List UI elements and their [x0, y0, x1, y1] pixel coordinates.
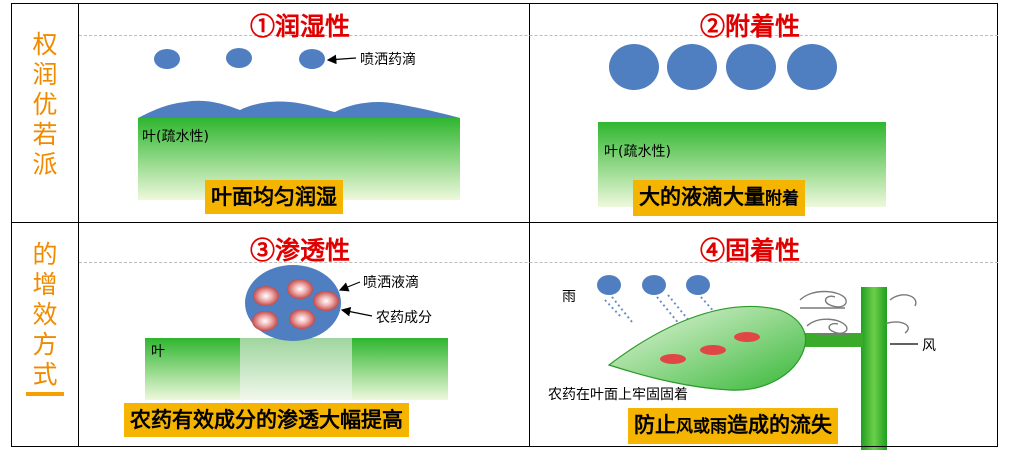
pesticide-spot	[660, 354, 686, 364]
title-separator	[79, 35, 998, 36]
ingredient-dot	[287, 279, 313, 299]
side-underline	[26, 392, 64, 396]
side-char: 派	[32, 150, 58, 179]
plant-stem	[861, 287, 887, 450]
title-separator	[79, 262, 998, 263]
rain-droplet	[686, 275, 710, 295]
wind-swirls	[799, 290, 917, 335]
droplet-arrow	[326, 54, 357, 65]
panel-4-graphics	[597, 275, 918, 450]
ingredient-dot	[253, 286, 279, 306]
large-droplet	[726, 44, 776, 90]
ingredient-dot	[313, 291, 339, 311]
side-char: 优	[32, 90, 58, 119]
caption-text-b: 风或雨	[676, 417, 727, 437]
column-divider	[529, 3, 530, 447]
caption-text-a: 防止	[634, 412, 676, 437]
pesticide-spot	[700, 345, 726, 355]
caption-small-text: 附着	[765, 189, 799, 209]
penetration-zone	[240, 338, 352, 400]
spray-droplet	[226, 48, 252, 68]
spray-droplet	[154, 49, 180, 69]
side-char: 润	[32, 60, 58, 89]
droplet-label: 喷洒药滴	[360, 52, 416, 68]
side-char: 的	[32, 240, 58, 269]
side-char: 若	[32, 120, 58, 149]
side-char: 增	[32, 270, 58, 299]
panel-title-wetting: ①润湿性	[249, 12, 350, 41]
panel-title-adhesion: ②附着性	[699, 12, 800, 41]
droplet-label: 喷洒液滴	[363, 275, 419, 291]
ingredient-label: 农药成分	[376, 310, 432, 326]
wetting-film	[138, 100, 460, 118]
rain-streaks	[604, 294, 717, 326]
caption-main-text: 大的液滴大量	[639, 184, 765, 209]
side-char: 效	[32, 300, 58, 329]
large-droplet	[667, 44, 717, 90]
caption-adhesion: 大的液滴大量附着	[633, 180, 805, 216]
fixation-label: 农药在叶面上牢固固着	[548, 387, 688, 403]
ingredient-dot	[252, 311, 278, 331]
spray-droplet	[299, 49, 325, 69]
leaf-stalk	[803, 333, 863, 347]
leaf-label: 叶(疏水性)	[604, 144, 671, 160]
rain-droplet	[642, 275, 666, 295]
droplet-arrow	[338, 281, 361, 292]
caption-penetration: 农药有效成分的渗透大幅提高	[124, 403, 409, 437]
wind-label: 风	[922, 338, 936, 354]
panel-title-penetration: ③渗透性	[249, 236, 350, 265]
column-divider	[78, 3, 79, 447]
rain-label: 雨	[562, 289, 576, 305]
pesticide-spot	[734, 332, 760, 342]
ingredient-dot	[289, 309, 315, 329]
leaf-label: 叶	[151, 344, 165, 360]
caption-text-c: 造成的流失	[727, 412, 832, 437]
ingredient-arrow	[340, 306, 373, 317]
panel-3-graphics	[145, 265, 448, 400]
large-droplet	[609, 44, 659, 90]
side-char: 方	[32, 330, 58, 359]
panel-title-fixation: ④固着性	[699, 236, 800, 265]
row-divider	[11, 222, 998, 223]
table-frame	[11, 3, 998, 447]
large-droplet	[787, 44, 837, 90]
caption-wetting: 叶面均匀润湿	[205, 180, 343, 214]
rain-droplet	[597, 275, 621, 295]
side-char: 式	[32, 360, 58, 389]
leaf-label: 叶(疏水性)	[142, 129, 209, 145]
side-char: 权	[32, 30, 58, 59]
caption-fixation: 防止风或雨造成的流失	[628, 408, 838, 444]
